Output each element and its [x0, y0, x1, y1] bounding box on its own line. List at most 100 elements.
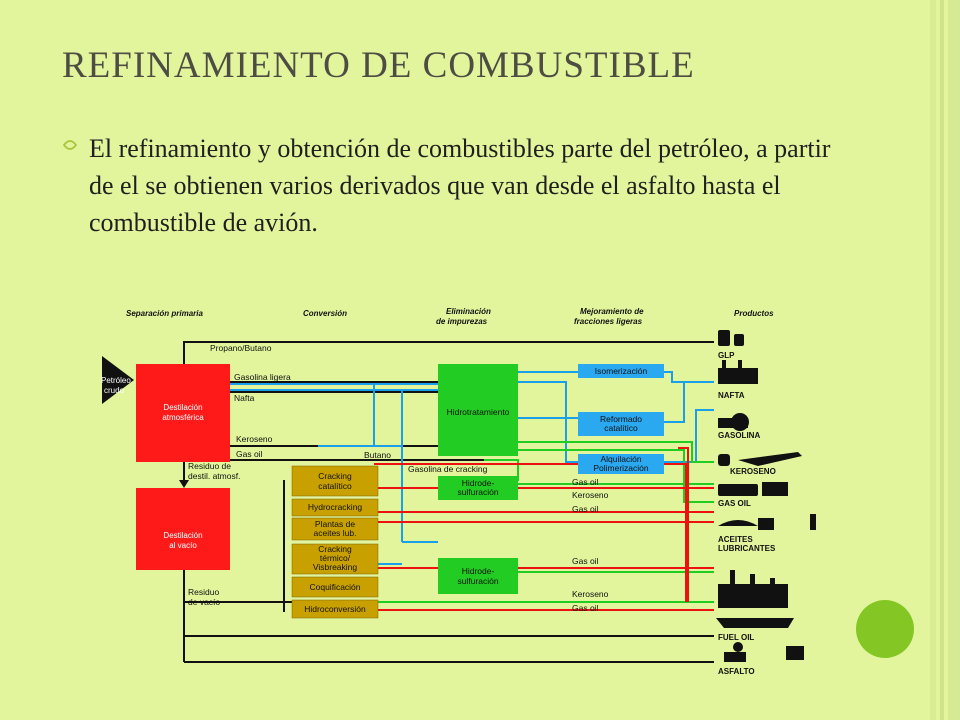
stream-butano: Butano [364, 450, 391, 460]
product-gasolina: GASOLINA [718, 431, 760, 440]
destilacion-atm-label-1: Destilación [163, 403, 202, 412]
header-eliminacion: Eliminación [446, 307, 491, 316]
header-mejoramiento: Mejoramiento de [580, 307, 644, 316]
header-productos: Productos [734, 309, 774, 318]
hidrodesulfuracion-unit-2 [438, 558, 518, 594]
coquificacion-unit [291, 576, 379, 598]
airplane-icon [738, 452, 802, 466]
stream-keroseno-e: Keroseno [572, 589, 609, 599]
fuel-oil-industry-icon [718, 584, 788, 608]
destilacion-vacio-label-1: Destilación [163, 531, 202, 540]
nafta-chimney-icon [738, 360, 742, 370]
right-edge-strip [930, 0, 936, 720]
blue-lines [230, 371, 714, 565]
right-edge-strip [940, 0, 944, 720]
cracking-termico-label-1: Cracking [318, 544, 352, 554]
glp-tank-icon [734, 334, 744, 346]
plantas-aceites-label-2: aceites lub. [314, 528, 357, 538]
cracking-termico-unit [291, 543, 379, 575]
cracking-catalitico-unit [291, 465, 379, 497]
product-asfalto: ASFALTO [718, 667, 755, 676]
hydrocracking-unit [291, 498, 379, 517]
product-lubricantes: LUBRICANTES [718, 544, 776, 553]
hidrodesulf-1-label-b: sulfuración [457, 487, 498, 497]
nafta-chimney-icon [722, 360, 726, 370]
crudo-arrow [102, 356, 134, 404]
stream-residuo-vacio-1: Residuo [188, 587, 219, 597]
header-conversion: Conversión [303, 309, 347, 318]
keroseno-can-icon [718, 454, 730, 466]
isomerizacion-unit [578, 364, 664, 378]
stream-residuo-vacio-2: de vacío [188, 597, 220, 607]
stream-residuo-atm-1: Residuo de [188, 461, 231, 471]
alquilacion-label-2: Polimerización [593, 463, 649, 473]
slide-title: REFINAMIENTO DE COMBUSTIBLE [62, 45, 695, 86]
fuel-oil-chimney-icon [770, 578, 775, 584]
cracking-termico-label-2: térmico/ [320, 553, 351, 563]
product-keroseno: KEROSENO [730, 467, 776, 476]
header-impurezas: de impurezas [436, 317, 488, 326]
ship-icon [716, 618, 794, 628]
stream-gas-oil: Gas oil [236, 449, 263, 459]
destilacion-vacio-unit [136, 488, 230, 570]
cracking-catalitico-label-1: Cracking [318, 471, 352, 481]
product-fuel-oil: FUEL OIL [718, 633, 754, 642]
product-nafta: NAFTA [718, 391, 745, 400]
reformado-label-2: catalítico [604, 423, 638, 433]
refinery-diagram: Separación primaria Conversión Eliminaci… [101, 307, 816, 676]
hidroconversion-label: Hidroconversión [304, 604, 366, 614]
bus-icon [718, 484, 758, 496]
stream-residuo-atm-2: destil. atmosf. [188, 471, 240, 481]
destilacion-atm-label-2: atmosférica [162, 413, 204, 422]
asfalto-roller-icon [724, 652, 746, 662]
stream-gasoil-f: Gas oil [572, 603, 599, 613]
stream-keroseno-b: Keroseno [572, 490, 609, 500]
stream-gasolina-ligera: Gasolina ligera [234, 372, 291, 382]
stream-propano-butano: Propano/Butano [210, 343, 272, 353]
hidrotratamiento-label: Hidrotratamiento [447, 407, 510, 417]
destilacion-vacio-label-2: al vacío [169, 541, 197, 550]
header-separacion: Separación primaria [126, 309, 203, 318]
gasolina-pump-icon [718, 418, 748, 428]
residue-arrow-head [179, 480, 189, 488]
hidrodesulf-2-label-a: Hidrode- [462, 566, 495, 576]
fuel-oil-chimney-icon [750, 574, 755, 584]
plantas-aceites-unit [291, 517, 379, 541]
hidrodesulfuracion-unit-1 [438, 476, 518, 500]
red-lines [374, 447, 714, 611]
stream-gasolina-cracking: Gasolina de cracking [408, 464, 488, 474]
hidrodesulf-2-label-b: sulfuración [457, 576, 498, 586]
aceites-bottle-icon [810, 514, 816, 530]
isomerizacion-label: Isomerización [595, 366, 648, 376]
cracking-catalitico-label-2: catalítico [318, 481, 352, 491]
stream-nafta: Nafta [234, 393, 255, 403]
hidroconversion-unit [291, 599, 379, 619]
destilacion-atmosferica-unit [136, 364, 230, 462]
alquilacion-label-1: Alquilación [600, 454, 641, 464]
product-gas-oil: GAS OIL [718, 499, 751, 508]
asfalto-roller-wheel-icon [733, 642, 743, 652]
reformado-label-1: Reformado [600, 414, 642, 424]
aceites-can-icon [758, 518, 774, 530]
nafta-plant-icon [718, 368, 758, 384]
stream-gasoil-c: Gas oil [572, 504, 599, 514]
crudo-label-1: Petróleo [101, 376, 131, 385]
right-edge-strip [948, 0, 960, 720]
bullet-icon [62, 140, 78, 150]
hidrotratamiento-unit [438, 364, 518, 456]
bullet-text: El refinamiento y obtención de combustib… [89, 134, 831, 237]
decorative-circle [856, 600, 914, 658]
fuel-oil-chimney-icon [730, 570, 735, 584]
stream-keroseno: Keroseno [236, 434, 273, 444]
factory-icon [762, 482, 788, 496]
cracking-termico-label-3: Visbreaking [313, 562, 358, 572]
oil-drop-icon [718, 520, 758, 526]
glp-tank-icon [718, 330, 730, 346]
crudo-label-2: crudo [104, 386, 125, 395]
asfalto-house-icon [786, 646, 804, 660]
coquificacion-label: Coquificación [309, 582, 360, 592]
hydrocracking-label: Hydrocracking [308, 502, 363, 512]
product-glp: GLP [718, 351, 735, 360]
plantas-aceites-label-1: Plantas de [315, 519, 355, 529]
product-aceites: ACEITES [718, 535, 753, 544]
